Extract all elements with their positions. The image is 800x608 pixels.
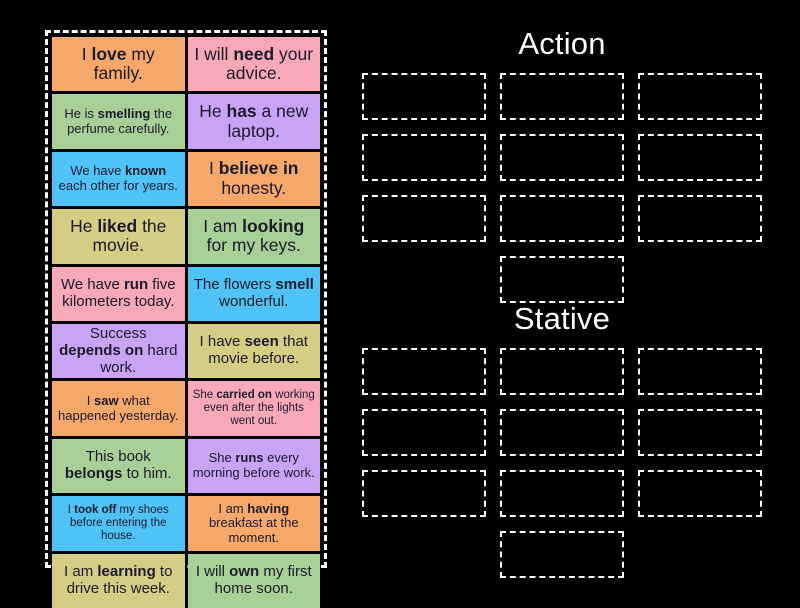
- sentence-card[interactable]: I love my family.: [52, 37, 185, 92]
- zone-title-action: Action: [518, 26, 606, 61]
- drop-slot[interactable]: [500, 531, 624, 578]
- drop-slot[interactable]: [500, 195, 624, 242]
- sentence-card-text: She runs every morning before work.: [192, 450, 315, 480]
- drop-slot[interactable]: [638, 348, 762, 395]
- sentence-card-text: He is smelling the perfume carefully.: [64, 106, 173, 136]
- drop-slot[interactable]: [500, 134, 624, 181]
- sentence-card[interactable]: He has a new laptop.: [187, 94, 320, 149]
- sentence-card[interactable]: I will need your advice.: [187, 37, 320, 92]
- drop-slot[interactable]: [362, 409, 486, 456]
- sentence-card[interactable]: He is smelling the perfume carefully.: [52, 94, 185, 149]
- sentence-card-text: I am looking for my keys.: [203, 215, 305, 256]
- drop-slot[interactable]: [500, 256, 624, 303]
- sentence-card-text: I am having breakfast at the moment.: [208, 500, 299, 545]
- drop-zone-action[interactable]: Action: [352, 28, 772, 303]
- sentence-card-text: I am learning to drive this week.: [64, 562, 173, 597]
- sentence-card-text: I saw what happened yesterday.: [58, 392, 179, 423]
- sentence-card[interactable]: I have seen that movie before.: [187, 323, 320, 379]
- sentence-card-text: We have known each other for years.: [58, 163, 178, 193]
- card-grid: I love my family. I will need your advice…: [52, 37, 320, 608]
- drop-slot[interactable]: [638, 195, 762, 242]
- sentence-card-text: I believe in honesty.: [209, 158, 299, 198]
- sentence-card-text: I will need your advice.: [194, 43, 314, 84]
- drop-slot[interactable]: [500, 409, 624, 456]
- drop-slot[interactable]: [500, 348, 624, 395]
- sentence-card[interactable]: He liked the movie.: [52, 209, 185, 264]
- sentence-card[interactable]: I saw what happened yesterday.: [52, 381, 185, 436]
- sentence-card[interactable]: I am looking for my keys.: [187, 209, 320, 264]
- sentence-card-text: I took off my shoes before entering the …: [67, 504, 169, 542]
- sentence-card[interactable]: We have run five kilometers today.: [52, 266, 185, 321]
- sentence-card-text: He liked the movie.: [70, 215, 167, 256]
- sentence-card-text: I will own my first home soon.: [195, 562, 312, 597]
- sentence-card-text: She carried on working even after the li…: [192, 389, 315, 427]
- drop-slot[interactable]: [362, 134, 486, 181]
- drop-slot[interactable]: [638, 73, 762, 120]
- slot-grid-action: [352, 73, 772, 303]
- sentence-card[interactable]: Success depends on hard work.: [52, 323, 185, 379]
- sentence-card[interactable]: She carried on working even after the li…: [187, 381, 320, 436]
- slot-grid-stative: [352, 348, 772, 578]
- zone-title-stative: Stative: [513, 301, 611, 336]
- sentence-card[interactable]: I believe in honesty.: [187, 151, 320, 207]
- drop-slot[interactable]: [362, 73, 486, 120]
- sentence-card[interactable]: I will own my first home soon.: [187, 553, 320, 608]
- sentence-card[interactable]: I am learning to drive this week.: [52, 553, 185, 608]
- sentence-card-text: This book belongs to him.: [64, 448, 172, 482]
- sentence-card-text: The flowers smell wonderful.: [193, 275, 314, 310]
- drop-slot[interactable]: [362, 348, 486, 395]
- drop-slot[interactable]: [500, 470, 624, 517]
- word-card-tray: I love my family. I will need your advice…: [45, 30, 327, 608]
- sentence-card-text: He has a new laptop.: [199, 100, 309, 141]
- sentence-card[interactable]: She runs every morning before work.: [187, 438, 320, 494]
- drop-slot[interactable]: [638, 409, 762, 456]
- drop-slot[interactable]: [362, 470, 486, 517]
- sentence-card-text: Success depends on hard work.: [59, 324, 178, 376]
- sentence-card[interactable]: We have known each other for years.: [52, 151, 185, 207]
- sentence-card-text: We have run five kilometers today.: [60, 275, 176, 310]
- drop-slot[interactable]: [638, 470, 762, 517]
- sentence-card[interactable]: I am having breakfast at the moment.: [187, 496, 320, 551]
- drop-slot[interactable]: [500, 73, 624, 120]
- drop-slot[interactable]: [638, 134, 762, 181]
- sentence-card[interactable]: I took off my shoes before entering the …: [52, 496, 185, 551]
- drop-zone-stative[interactable]: Stative: [352, 303, 772, 578]
- drop-slot[interactable]: [362, 195, 486, 242]
- sentence-card[interactable]: The flowers smell wonderful.: [187, 266, 320, 321]
- sentence-card-text: I have seen that movie before.: [199, 333, 308, 368]
- sentence-card[interactable]: This book belongs to him.: [52, 438, 185, 494]
- sentence-card-text: I love my family.: [81, 43, 155, 84]
